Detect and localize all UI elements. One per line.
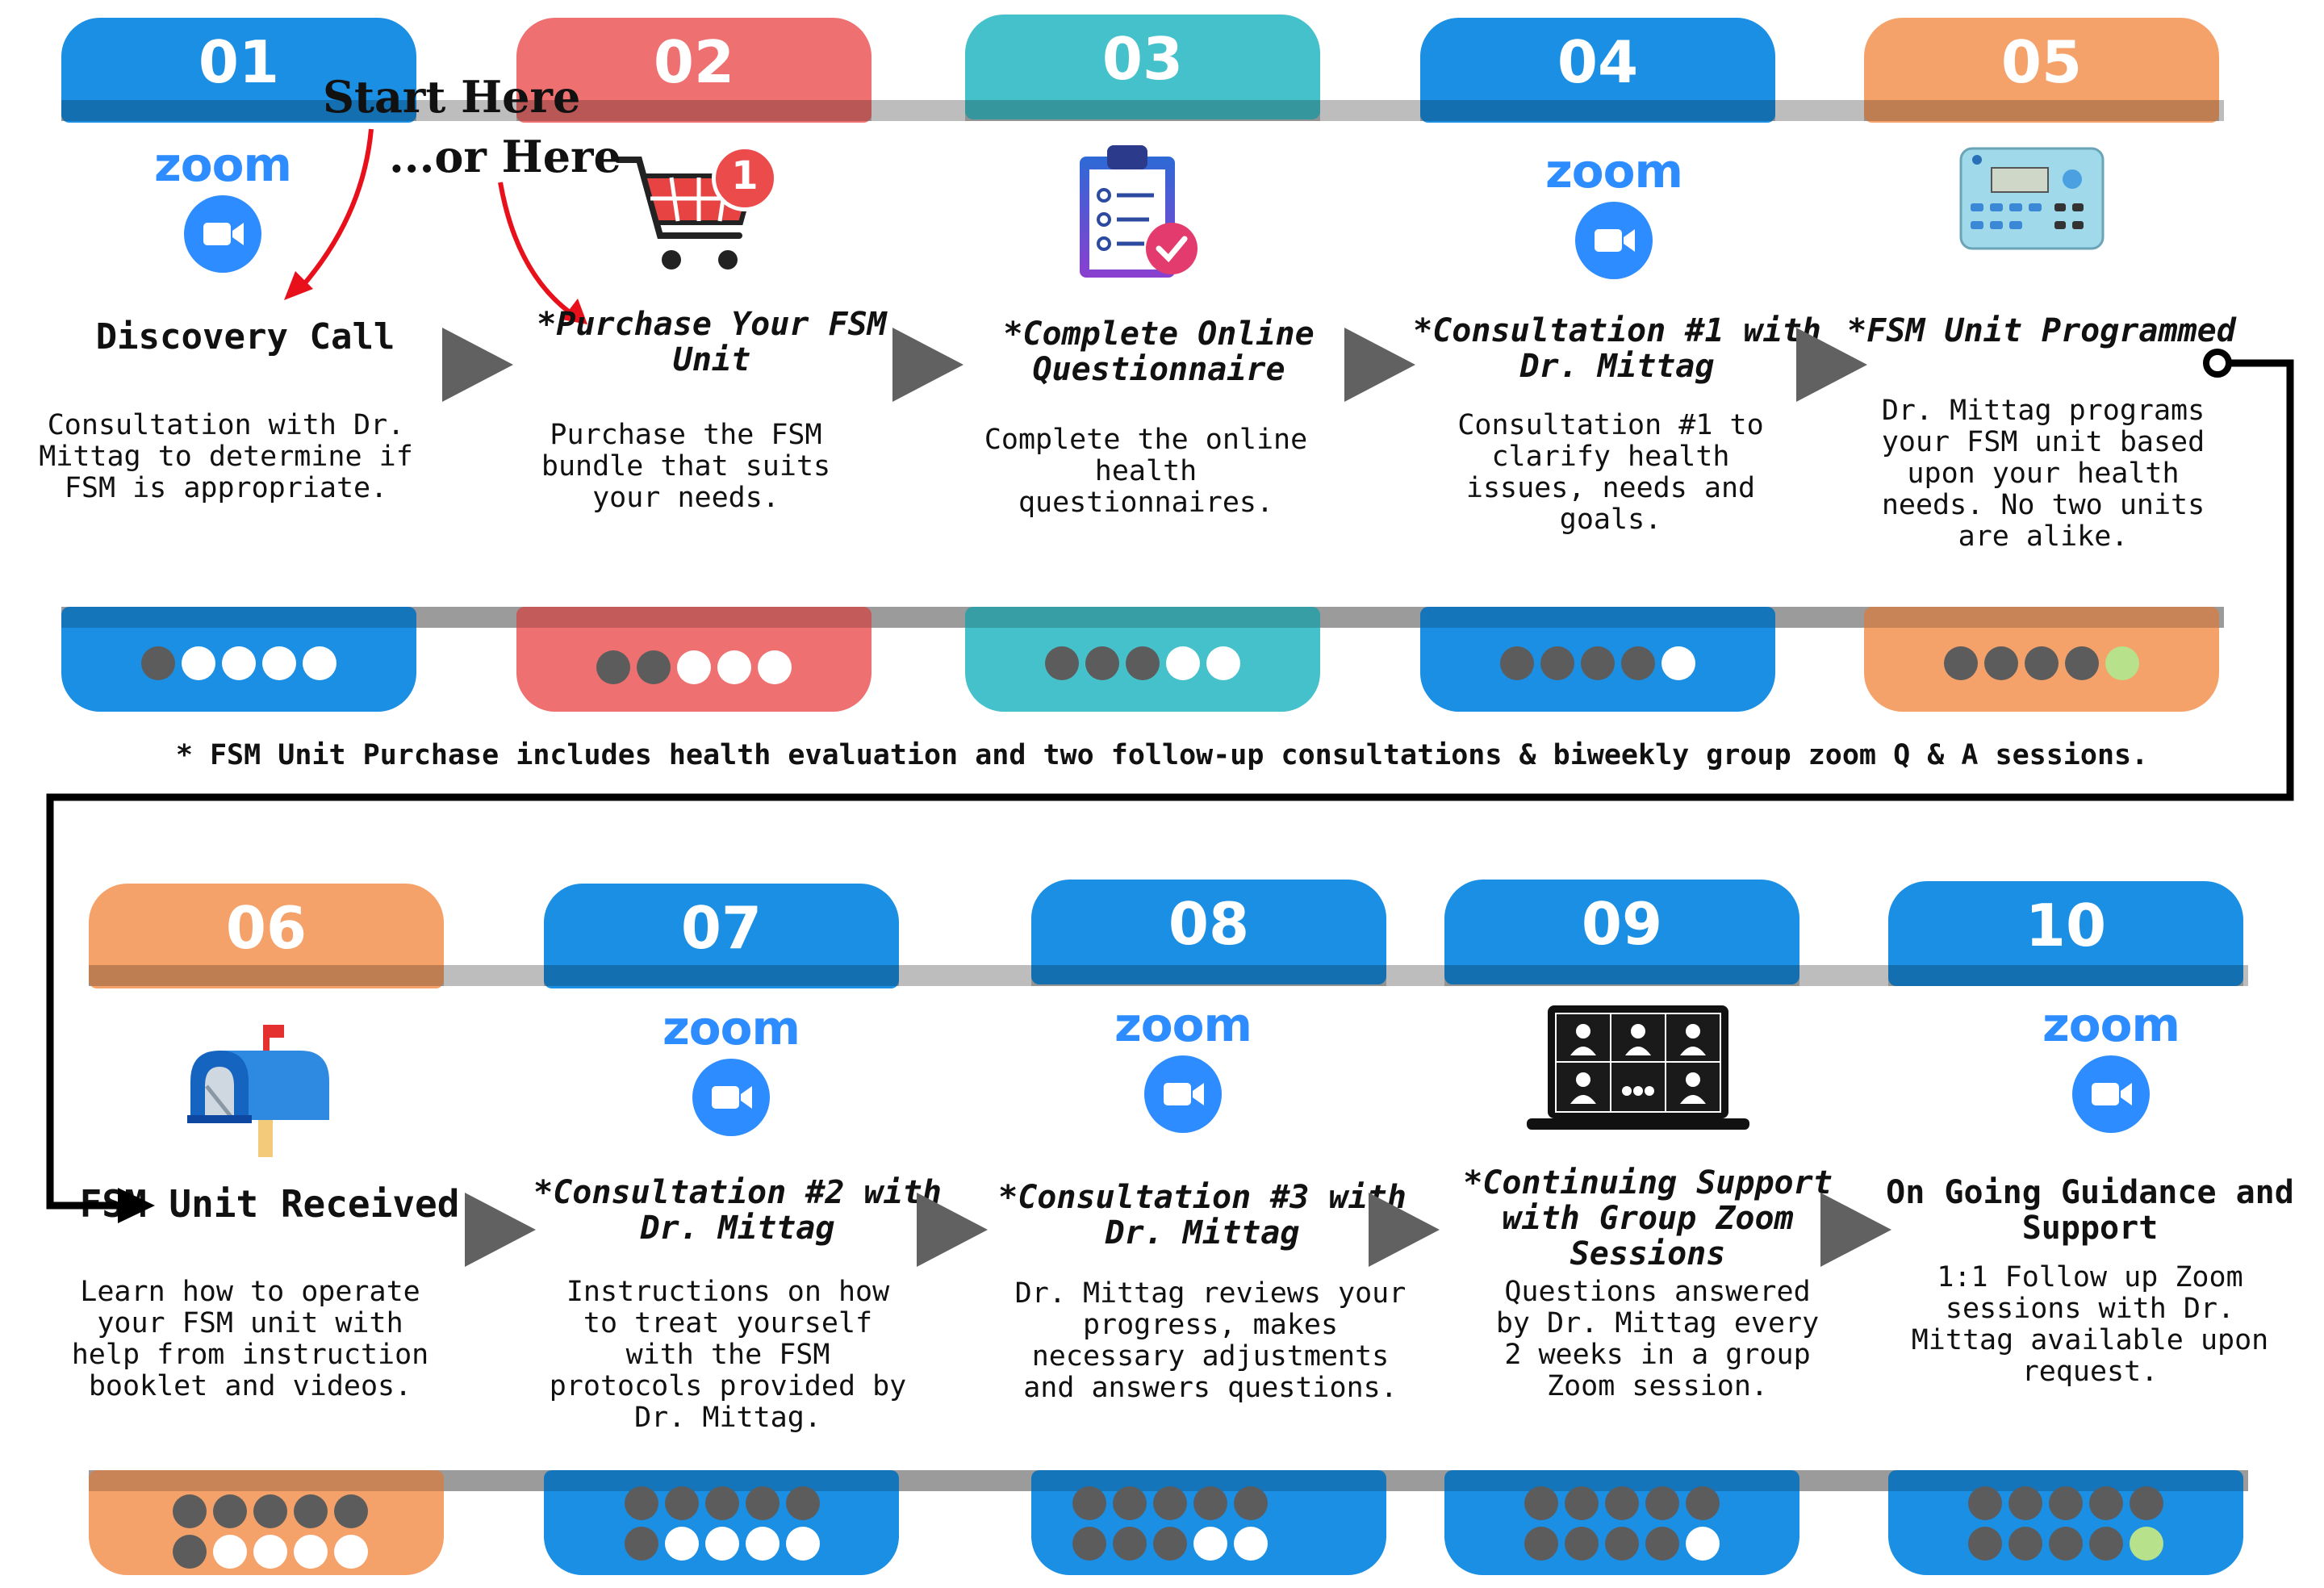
purchase-footnote: * FSM Unit Purchase includes health eval… (0, 739, 2324, 771)
